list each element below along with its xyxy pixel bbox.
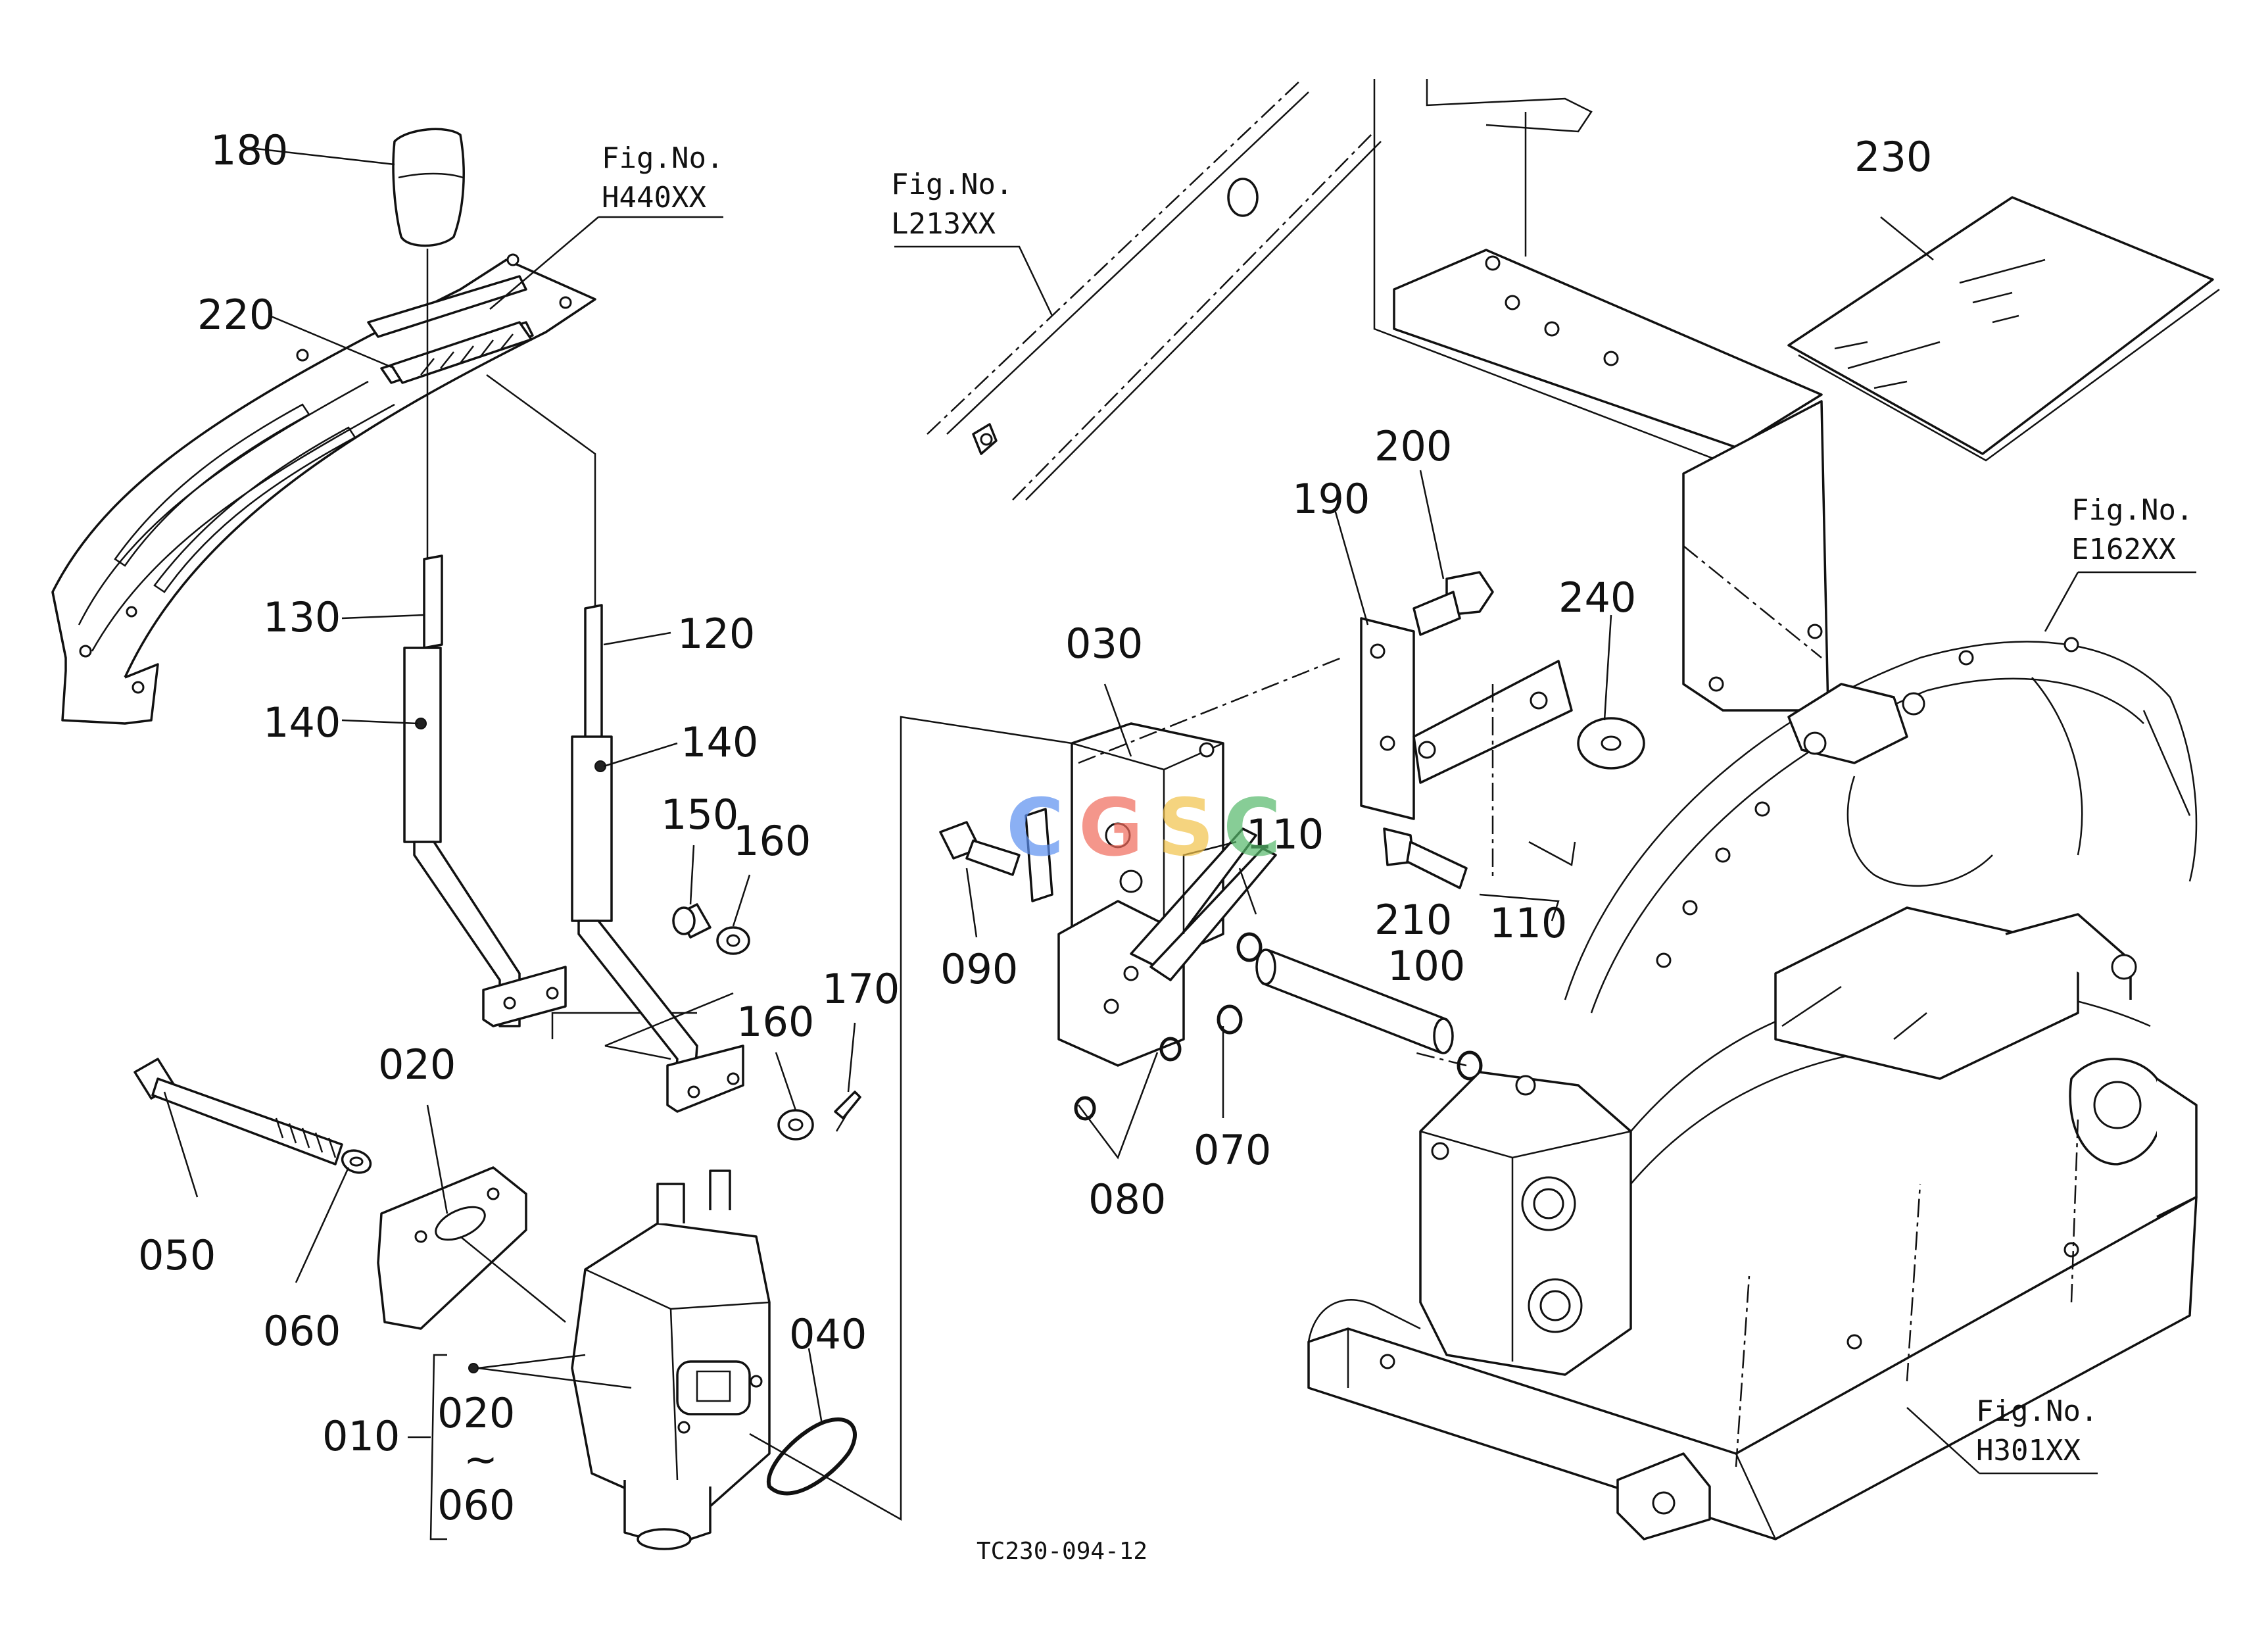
- label-060: 060: [263, 1307, 341, 1355]
- label-140-right: 140: [681, 718, 758, 766]
- label-200: 200: [1374, 422, 1452, 470]
- watermark-logo: C G S C: [1006, 783, 1281, 874]
- label-210: 210: [1374, 896, 1452, 944]
- bracket-190: [1360, 617, 1573, 881]
- label-090: 090: [940, 945, 1018, 993]
- o-rings: [1074, 932, 1483, 1121]
- control-valve: [468, 1169, 771, 1550]
- label-100: 100: [1387, 942, 1465, 990]
- label-220: 220: [197, 291, 275, 339]
- drawing-code: TC230-094-12: [977, 1538, 1147, 1565]
- bolt-210: [1383, 827, 1468, 889]
- pin-and-washers: [672, 903, 861, 1141]
- label-160-upper: 160: [733, 817, 811, 865]
- transmission-housing: [1564, 637, 2198, 1014]
- label-130: 130: [263, 593, 341, 641]
- label-120: 120: [677, 610, 755, 658]
- bolt-long: [133, 1058, 343, 1166]
- svg-text:C: C: [1223, 783, 1281, 874]
- svg-text:C: C: [1006, 783, 1064, 874]
- fig-e162-label: Fig.No.: [2071, 493, 2193, 527]
- label-150: 150: [661, 791, 738, 839]
- label-020-range: 020: [437, 1389, 515, 1437]
- lever-right: [571, 604, 744, 1113]
- washer-060: [341, 1149, 372, 1174]
- label-110-lower: 110: [1489, 899, 1567, 947]
- label-110-upper: 110: [1246, 810, 1324, 858]
- label-190: 190: [1292, 475, 1370, 523]
- label-010: 010: [322, 1412, 400, 1460]
- label-070: 070: [1194, 1126, 1271, 1174]
- knob: [392, 128, 465, 247]
- pipe-100: [1255, 948, 1454, 1054]
- frame-l213: [927, 78, 1382, 501]
- label-050: 050: [138, 1231, 216, 1279]
- label-240: 240: [1558, 574, 1636, 622]
- svg-text:G: G: [1078, 783, 1144, 874]
- lever-left: [403, 554, 567, 1027]
- bolt-200: [1412, 571, 1494, 636]
- fig-h440-label: Fig.No.: [602, 141, 723, 175]
- label-170: 170: [822, 965, 900, 1013]
- label-080: 080: [1088, 1175, 1166, 1223]
- transmission-case: [1307, 775, 2198, 1540]
- fig-h301-code: H301XX: [1976, 1434, 2081, 1467]
- figure-references: Fig.No. H440XX Fig.No. L213XX Fig.No. E1…: [602, 141, 2193, 1467]
- fig-l213-code: L213XX: [891, 207, 996, 241]
- washer-240: [1577, 717, 1645, 770]
- label-040: 040: [789, 1310, 867, 1358]
- fig-h301-label: Fig.No.: [1976, 1394, 2098, 1428]
- svg-text:S: S: [1157, 783, 1214, 874]
- label-030: 030: [1065, 620, 1143, 668]
- label-180: 180: [210, 126, 288, 174]
- manual-booklet: [1787, 196, 2220, 462]
- label-020: 020: [378, 1041, 456, 1089]
- label-230: 230: [1854, 133, 1932, 181]
- cover-plate: [377, 1166, 566, 1330]
- bolt-090: [939, 821, 1021, 876]
- leader-lines: [163, 147, 2196, 1540]
- callout-labels: 180 220 130 140 120 140 150 160 160 170 …: [138, 126, 1932, 1529]
- fig-e162-code: E162XX: [2071, 533, 2176, 566]
- fig-l213-label: Fig.No.: [891, 168, 1013, 201]
- label-140-left: 140: [263, 699, 341, 747]
- o-ring-040: [749, 716, 1073, 1521]
- label-160-lower: 160: [736, 998, 814, 1046]
- fig-h440-code: H440XX: [602, 181, 706, 214]
- label-060-range: 060: [437, 1481, 515, 1529]
- range-tilde: ~: [464, 1435, 498, 1483]
